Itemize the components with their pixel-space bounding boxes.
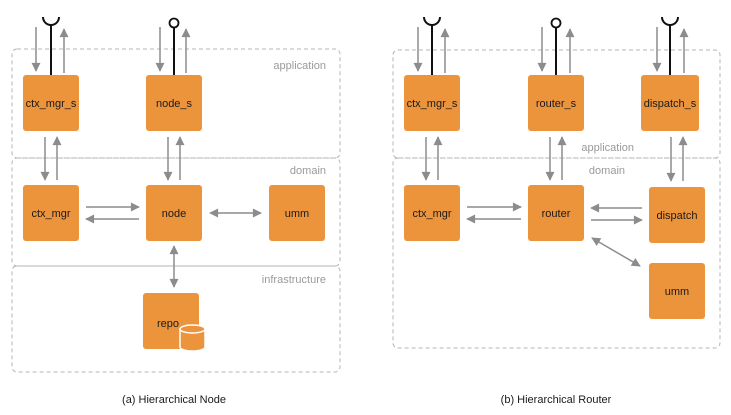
diagram-hierarchical-node: application domain infrastructure ctx_mg… xyxy=(11,16,341,406)
lollipop-icon xyxy=(168,17,180,75)
box-umm-a: umm xyxy=(269,185,325,241)
box-router-s: router_s xyxy=(528,75,584,131)
box-label: ctx_mgr_s xyxy=(407,98,458,110)
component-box xyxy=(404,185,460,241)
component-box xyxy=(528,75,584,131)
box-label: umm xyxy=(285,208,309,220)
lollipop-icon xyxy=(550,17,562,75)
layer-application-b xyxy=(392,49,721,159)
layer-application-a xyxy=(11,48,341,159)
caption-a: (a) Hierarchical Node xyxy=(122,394,226,406)
component-box xyxy=(404,75,460,131)
component-box xyxy=(649,263,705,319)
component-box xyxy=(528,185,584,241)
box-node-s: node_s xyxy=(146,75,202,131)
arrow-router-umm-b xyxy=(591,237,641,267)
component-box xyxy=(649,187,705,243)
layer-label-application-b: application xyxy=(581,142,634,154)
box-label: dispatch_s xyxy=(644,98,697,110)
component-box xyxy=(146,185,202,241)
layer-label-domain-b: domain xyxy=(589,165,625,177)
component-box xyxy=(269,185,325,241)
layer-label-application-a: application xyxy=(273,60,326,72)
socket-icon xyxy=(42,16,60,75)
box-dispatch-s: dispatch_s xyxy=(641,75,699,131)
box-label: ctx_mgr xyxy=(412,208,451,220)
component-box xyxy=(23,75,79,131)
box-label: router_s xyxy=(536,98,577,110)
box-label: ctx_mgr xyxy=(31,208,70,220)
box-umm-b: umm xyxy=(649,263,705,319)
database-icon xyxy=(179,324,206,352)
box-label: node_s xyxy=(156,98,193,110)
box-dispatch: dispatch xyxy=(649,187,705,243)
layer-label-domain-a: domain xyxy=(290,165,326,177)
component-box xyxy=(23,185,79,241)
socket-icon xyxy=(661,16,679,75)
box-ctx-mgr-b: ctx_mgr xyxy=(404,185,460,241)
caption-b: (b) Hierarchical Router xyxy=(501,394,612,406)
box-label: node xyxy=(162,208,186,220)
diagram-hierarchical-router: application domain ctx_mgr_s router_s xyxy=(392,16,721,406)
layer-label-infrastructure-a: infrastructure xyxy=(262,274,326,286)
component-box xyxy=(146,75,202,131)
layer-domain-b xyxy=(392,157,721,349)
layer-infrastructure-a xyxy=(11,265,341,373)
box-label: ctx_mgr_s xyxy=(26,98,77,110)
box-label: router xyxy=(542,208,571,220)
box-label: dispatch xyxy=(657,210,698,222)
component-box xyxy=(641,75,699,131)
box-ctx-mgr-a: ctx_mgr xyxy=(23,185,79,241)
socket-icon xyxy=(423,16,441,75)
box-repo: repo xyxy=(143,293,206,352)
box-label: umm xyxy=(665,286,689,298)
box-ctx-mgr-s-b: ctx_mgr_s xyxy=(404,75,460,131)
box-ctx-mgr-s-a: ctx_mgr_s xyxy=(23,75,79,131)
box-label: repo xyxy=(157,318,179,330)
box-node: node xyxy=(146,185,202,241)
box-router: router xyxy=(528,185,584,241)
